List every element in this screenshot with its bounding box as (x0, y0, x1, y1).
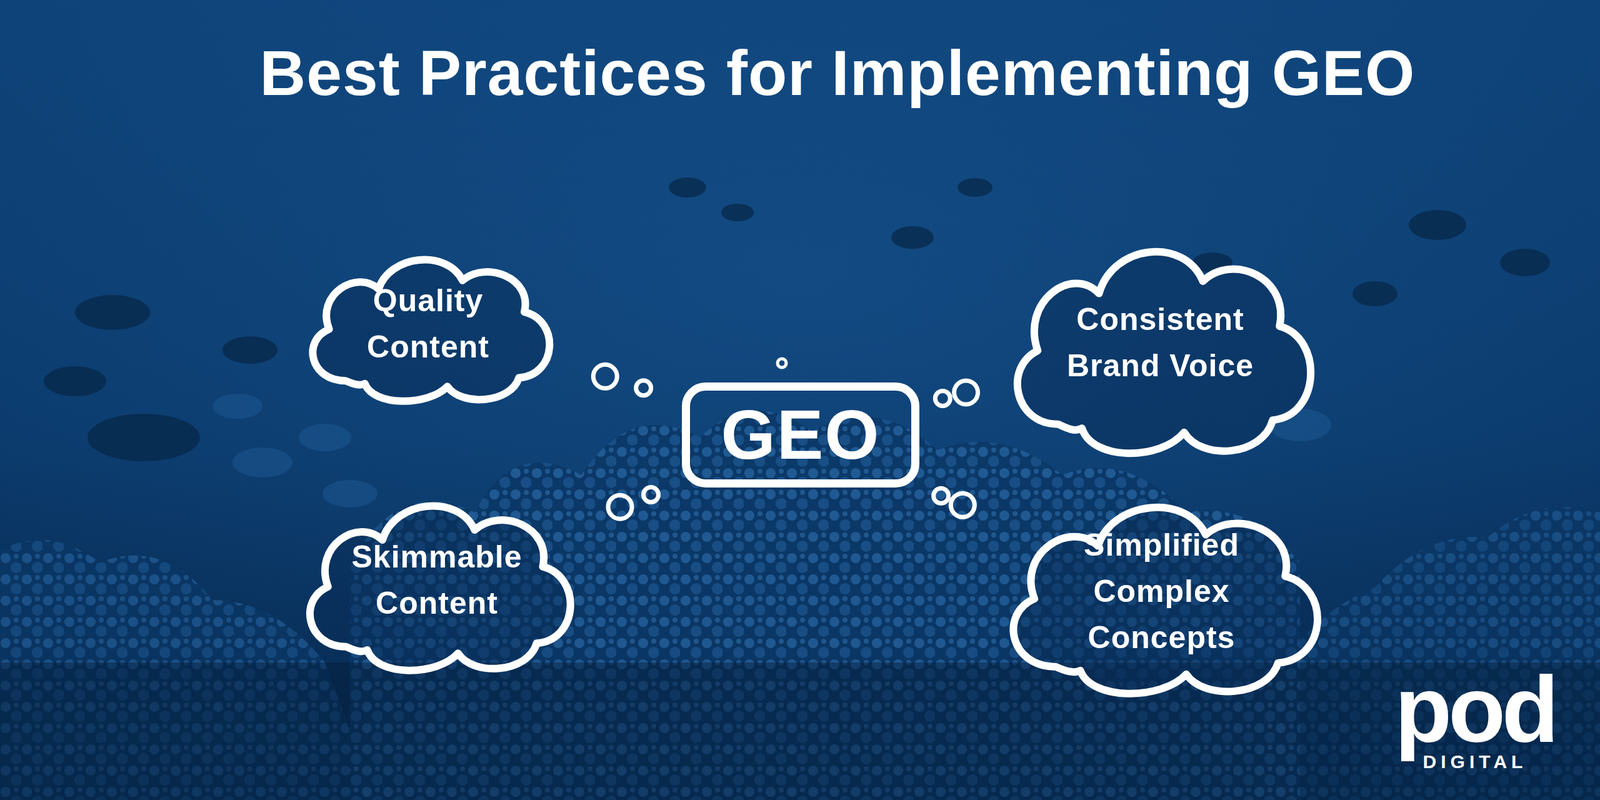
thought-bubble (933, 488, 949, 504)
center-box: GEO (681, 382, 920, 488)
bubble-trail (919, 380, 990, 407)
cloud-outline (290, 237, 566, 410)
cloud-shape (312, 260, 550, 402)
thought-cloud: Simplified Complex Concepts (985, 478, 1339, 705)
thought-bubble (935, 391, 950, 407)
thought-cloud: Skimmable Content (285, 480, 589, 680)
thought-bubble (608, 495, 632, 519)
cloud-shape (1017, 251, 1311, 454)
cloud-outline (285, 480, 589, 680)
connector-path (565, 364, 682, 400)
thought-bubble (950, 493, 975, 517)
bubble-trail (565, 364, 682, 400)
thought-bubble (593, 364, 617, 389)
thought-bubble (636, 380, 652, 396)
thought-bubble (643, 486, 659, 502)
practice-label: Quality Content (334, 277, 522, 370)
cloud-outline (990, 220, 1331, 465)
center-label: GEO (721, 397, 881, 473)
cloud-shape (310, 505, 571, 670)
connector-path (588, 482, 682, 520)
thought-cloud: Consistent Brand Voice (990, 220, 1331, 465)
practice-label: Simplified Complex Concepts (1043, 521, 1281, 661)
thought-cloud: Quality Content (290, 237, 566, 410)
connector-path (919, 386, 990, 405)
diagram-title: Best Practices for Implementing GEO (112, 32, 1563, 114)
brand-logo: pod DIGITAL (1362, 662, 1588, 775)
practice-label: Skimmable Content (336, 533, 537, 627)
small-bubble (777, 358, 787, 368)
bubble-trail (588, 482, 682, 520)
practice-label: Consistent Brand Voice (1048, 296, 1274, 389)
connector-path (919, 486, 985, 515)
logo-subtitle: DIGITAL (1362, 751, 1588, 773)
logo-wordmark: pod (1362, 662, 1588, 757)
thought-bubble (954, 380, 979, 405)
cloud-shape (1013, 507, 1318, 694)
bubble-trail (919, 486, 985, 517)
